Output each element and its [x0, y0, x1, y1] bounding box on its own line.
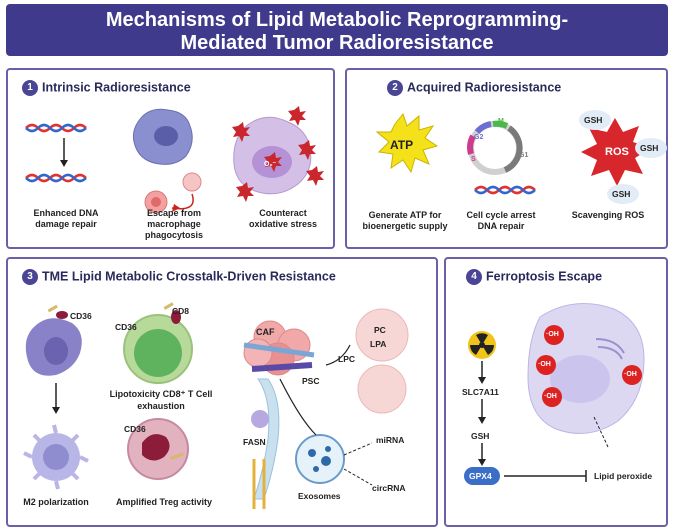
- slc7a11-label: SLC7A11: [462, 387, 499, 397]
- panel-3-title: 3 TME Lipid Metabolic Crosstalk-Driven Re…: [22, 269, 336, 285]
- cell-cycle-icon: [467, 120, 523, 175]
- dna-helix-icon: [474, 185, 536, 195]
- panel-3-graphics: [23, 302, 409, 509]
- lpa-label: LPA: [370, 339, 387, 349]
- radiation-icon: [468, 331, 496, 359]
- title-banner: Mechanisms of Lipid Metabolic Reprogramm…: [6, 4, 668, 56]
- gpx4-label: GPX4: [469, 471, 492, 481]
- gsh-bubble-3: [607, 184, 639, 204]
- panel-1-title-text: Intrinsic Radioresistance: [42, 80, 191, 95]
- panel-1-title: 1 Intrinsic Radioresistance: [22, 80, 191, 96]
- panel-4-title-text: Ferroptosis Escape: [486, 269, 603, 284]
- label-dna-repair: Enhanced DNA damage repair: [33, 208, 99, 229]
- psc-label: PSC: [302, 376, 320, 386]
- panel-tme: 3 TME Lipid Metabolic Crosstalk-Driven Re…: [6, 257, 438, 527]
- m2-macrophage-icon: [23, 424, 89, 490]
- gsh-bubble-1: [579, 110, 611, 130]
- treg-cell-icon: [127, 418, 189, 480]
- phase-s: S: [471, 156, 476, 163]
- exosomes-label: Exosomes: [298, 491, 341, 501]
- oh-label-1: ·OH: [546, 331, 559, 338]
- dna-helix-top-icon: [25, 123, 87, 133]
- title-line-1: Mechanisms of Lipid Metabolic Reprogramm…: [105, 9, 569, 31]
- atp-label: ATP: [390, 138, 414, 152]
- oh-label-3: ·OH: [544, 393, 557, 400]
- panel-3-number: 3: [22, 269, 38, 285]
- gsh-bubble-2: [635, 138, 667, 158]
- ros-label: ROS: [605, 146, 629, 158]
- panel-2-number: 2: [387, 80, 403, 96]
- label-escape-phagocytosis: Escape from macrophage phagocytosis: [144, 208, 203, 240]
- lipid-cell-icon: [355, 308, 409, 414]
- gpx4-pill: [464, 467, 500, 485]
- fasn-label: FASN: [243, 437, 266, 447]
- pc-label: PC: [374, 325, 386, 335]
- cd36-label-2: CD36: [115, 322, 137, 332]
- gsh-label-2: GSH: [640, 143, 659, 153]
- exosome-icon: [295, 434, 345, 484]
- panel-1-number: 1: [22, 80, 38, 96]
- atp-burst-icon: [375, 112, 439, 174]
- gsh-label: GSH: [471, 431, 490, 441]
- panel-2-graphics: [375, 110, 667, 204]
- panel-2-title-text: Acquired Radioresistance: [407, 80, 562, 95]
- oh-label-4: ·OH: [624, 371, 637, 378]
- circrna-label: circRNA: [372, 483, 406, 493]
- label-m2-polarization: M2 polarization: [23, 497, 89, 507]
- label-tcell-line-2: exhaustion: [137, 401, 185, 411]
- fasn-cell-icon: [251, 378, 280, 509]
- title-line-2: Mediated Tumor Radioresistance: [180, 32, 494, 54]
- phase-g1: G1: [519, 152, 529, 159]
- panel-1-graphics: [25, 106, 324, 214]
- dna-helix-bottom-icon: [25, 173, 87, 183]
- cd8-label: CD8: [172, 306, 190, 316]
- panel-3-title-text: TME Lipid Metabolic Crosstalk-Driven Res…: [42, 269, 336, 284]
- o2-burst-icons: [232, 106, 324, 202]
- cd8-t-cell-icon: [123, 302, 193, 384]
- panel-4-graphics: [464, 303, 645, 485]
- label-atp-supply: Generate ATP for bioenergetic supply: [362, 210, 448, 231]
- gsh-label-1: GSH: [584, 115, 603, 125]
- oh-radical-icons: [536, 325, 642, 407]
- cd36-label-1: CD36: [70, 311, 92, 321]
- lipid-peroxide-label: Lipid peroxide: [594, 471, 653, 481]
- o2-label: O₂⁻: [264, 161, 277, 168]
- ros-burst-icon: [581, 118, 651, 186]
- cd36-label-3: CD36: [124, 424, 146, 434]
- label-cell-cycle: Cell cycle arrest DNA repair: [466, 210, 536, 231]
- caf-label: CAF: [256, 327, 275, 337]
- oh-label-2: ·OH: [538, 361, 551, 368]
- label-treg-activity: Amplified Treg activity: [115, 497, 213, 507]
- label-oxidative-stress: Counteract oxidative stress: [248, 208, 318, 229]
- label-scavenging-ros: Scavenging ROS: [571, 210, 645, 220]
- panel-4-number: 4: [466, 269, 482, 285]
- panel-2-title: 2 Acquired Radioresistance: [387, 80, 561, 96]
- panel-intrinsic: 1 Intrinsic Radioresistance: [6, 68, 335, 249]
- gsh-label-3: GSH: [612, 189, 631, 199]
- mirna-label: miRNA: [376, 435, 405, 445]
- phase-m: M: [498, 118, 504, 125]
- label-tcell-line-1: Lipotoxicity CD8⁺ T Cell: [109, 389, 213, 399]
- caf-cluster-icon: [243, 320, 315, 376]
- lpc-label: LPC: [338, 354, 355, 364]
- panel-4-title: 4 Ferroptosis Escape: [466, 269, 602, 285]
- phase-g2: G2: [474, 134, 484, 141]
